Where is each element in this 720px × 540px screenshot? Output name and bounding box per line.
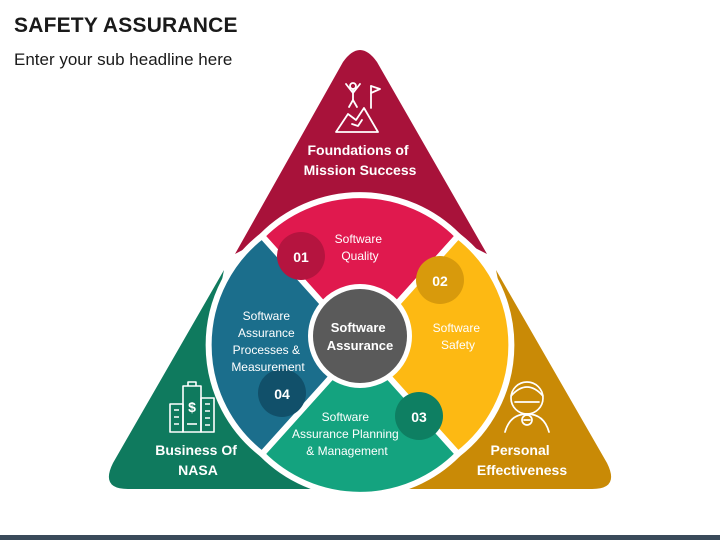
person-thinking-icon bbox=[504, 381, 550, 433]
segment-04-shape[interactable] bbox=[205, 233, 363, 457]
center-hub bbox=[313, 289, 407, 383]
corner-top-shape bbox=[235, 50, 487, 254]
segment-02-shape[interactable] bbox=[357, 233, 515, 457]
segment-01-label: Software Quality bbox=[335, 232, 386, 263]
segment-02-number-circle bbox=[416, 256, 464, 304]
segment-03-label: Software Assurance Planning & Management bbox=[292, 410, 402, 458]
segment-02-number: 02 bbox=[432, 273, 448, 289]
page-title: SAFETY ASSURANCE bbox=[14, 14, 238, 37]
summit-flag-icon bbox=[335, 82, 381, 133]
corner-left-shape bbox=[108, 270, 353, 489]
segment-04-number-circle bbox=[258, 369, 306, 417]
segment-03-number-circle bbox=[395, 392, 443, 440]
corner-left-label: Business Of NASA bbox=[155, 442, 241, 478]
page-subtitle: Enter your sub headline here bbox=[14, 50, 233, 69]
center-label: Software Assurance bbox=[327, 320, 393, 353]
segment-02-label: Software Safety bbox=[433, 321, 484, 352]
corner-right-label: Personal Effectiveness bbox=[477, 442, 567, 478]
dollar-sign-icon: $ bbox=[188, 399, 196, 415]
segment-04-label: Software Assurance Processes & Measureme… bbox=[231, 309, 305, 374]
segment-01-number-circle bbox=[277, 232, 325, 280]
segment-01-number: 01 bbox=[293, 249, 309, 265]
segment-03-number: 03 bbox=[411, 409, 427, 425]
office-buildings-icon bbox=[169, 381, 215, 433]
bottom-bar bbox=[0, 535, 720, 540]
segment-04-number: 04 bbox=[274, 386, 290, 402]
corner-right-shape bbox=[367, 270, 612, 489]
segment-03-shape[interactable] bbox=[259, 342, 461, 498]
corner-top-label: Foundations of Mission Success bbox=[304, 142, 417, 178]
segment-01-shape[interactable] bbox=[259, 192, 461, 348]
